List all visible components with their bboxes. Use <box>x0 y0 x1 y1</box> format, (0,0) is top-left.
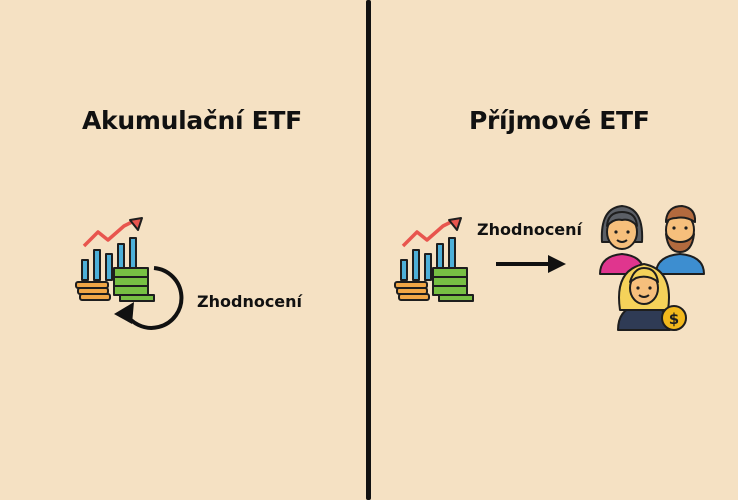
reinvest-cycle-arrow-icon <box>114 266 184 330</box>
people-group: $ <box>599 205 705 331</box>
investment-growth-icon <box>75 217 155 302</box>
woman-icon <box>599 205 645 275</box>
right-arrow-icon <box>496 255 566 273</box>
right-flow-label: Zhodnocení <box>477 220 583 239</box>
svg-text:$: $ <box>669 310 679 328</box>
panel-divider <box>366 0 371 500</box>
dollar-coin-icon: $ <box>661 305 687 331</box>
accumulating-etf-title: Akumulační ETF <box>82 106 302 135</box>
investment-growth-icon <box>394 217 474 302</box>
income-etf-title: Příjmové ETF <box>469 106 650 135</box>
blonde-woman-icon <box>617 263 671 331</box>
bearded-man-icon <box>655 205 705 275</box>
left-cycle-label: Zhodnocení <box>197 292 303 311</box>
